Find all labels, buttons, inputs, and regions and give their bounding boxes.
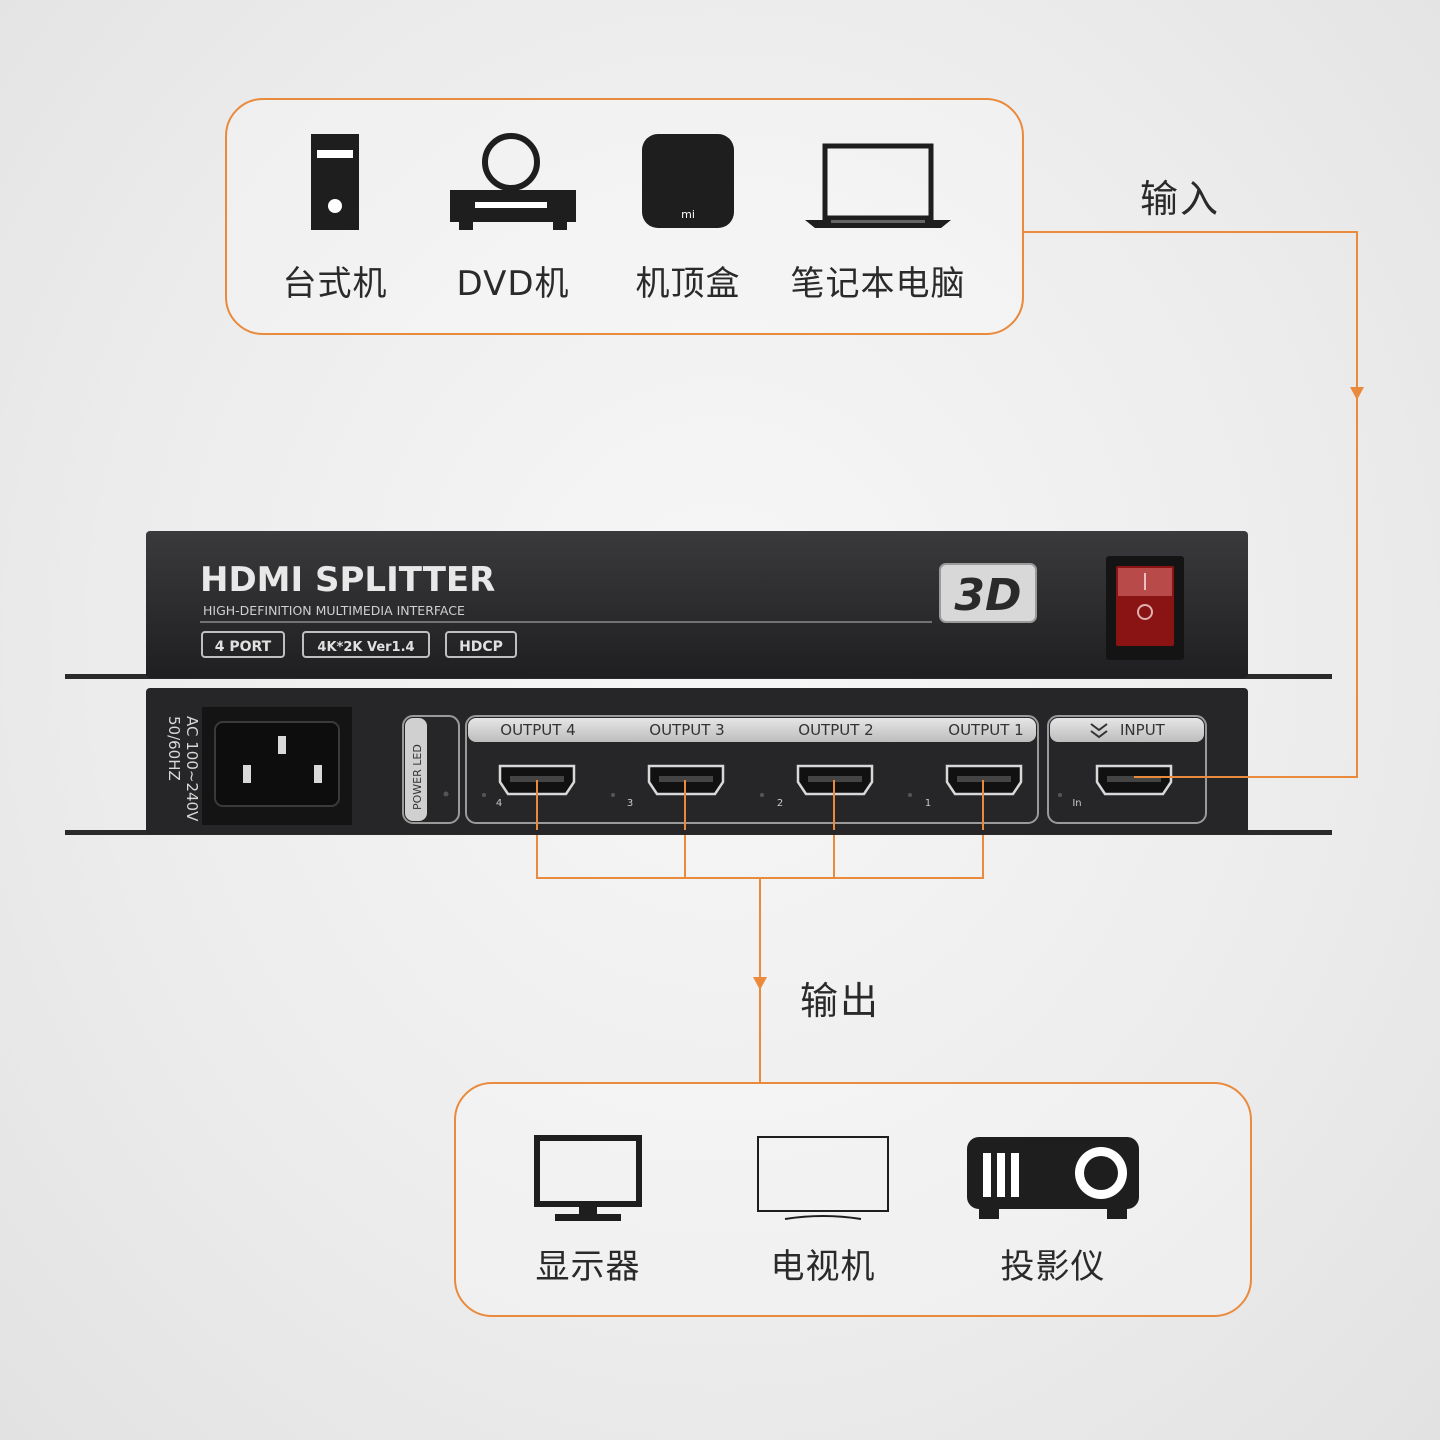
set-top-box-icon: mi: [642, 134, 734, 228]
badge-3d: [939, 563, 1037, 623]
port-number: In: [1072, 798, 1081, 809]
display-label: 投影仪: [1000, 1247, 1106, 1287]
source-set-top-box: mi 机顶盒: [628, 132, 748, 305]
power-led-box: [402, 715, 460, 824]
device-subtitle: HIGH-DEFINITION MULTIMEDIA INTERFACE: [203, 603, 465, 618]
source-label: 台式机: [282, 264, 388, 304]
input-arrow-icon: [1350, 387, 1364, 400]
output-3-label: OUTPUT 3: [649, 721, 724, 739]
display-monitor: 显示器: [518, 1135, 658, 1288]
source-label: 机顶盒: [635, 264, 741, 304]
display-tv: 电视机: [748, 1135, 898, 1288]
laptop-icon: [805, 143, 951, 228]
dvd-player-icon: [450, 133, 576, 230]
source-dvd: DVD机: [438, 132, 588, 305]
port-number: 1: [925, 798, 931, 809]
input-port-group: [1047, 715, 1207, 824]
badge-4-port: [201, 631, 285, 658]
badge-hdcp: [445, 631, 517, 658]
source-laptop: 笔记本电脑: [778, 132, 978, 305]
output-ports-group: [465, 715, 1039, 824]
output-1-label: OUTPUT 1: [948, 721, 1023, 739]
source-desktop: 台式机: [275, 132, 395, 305]
port-number: 4: [496, 798, 502, 809]
mi-logo-text: mi: [681, 208, 695, 221]
input-port-label: INPUT: [1120, 721, 1166, 739]
tv-icon: [757, 1136, 889, 1220]
display-label: 电视机: [770, 1247, 876, 1287]
display-label: 显示器: [535, 1247, 641, 1287]
badge-3d-text: 3D: [954, 570, 1021, 621]
source-label: 笔记本电脑: [790, 264, 966, 304]
hdmi-port-input[interactable]: [1095, 764, 1173, 796]
output-arrow-icon: [753, 977, 767, 990]
badge-text: 4 PORT: [215, 639, 272, 655]
badge-text: 4K*2K Ver1.4: [317, 640, 414, 655]
source-label: DVD机: [456, 264, 570, 304]
power-frequency-text: 50/60HZ: [165, 716, 183, 781]
power-rating-text: AC 100~240V: [183, 716, 201, 822]
display-projector: 投影仪: [960, 1135, 1146, 1288]
output-4-label: OUTPUT 4: [500, 721, 575, 739]
output-flow-label: 输出: [800, 979, 881, 1023]
badge-4k: [302, 631, 430, 658]
monitor-icon: [534, 1135, 642, 1221]
device-title: HDMI SPLITTER: [200, 560, 495, 600]
badge-text: HDCP: [459, 639, 503, 655]
desktop-pc-icon: [311, 134, 359, 230]
projector-icon: [967, 1137, 1139, 1219]
input-flow-label: 输入: [1140, 177, 1221, 221]
hdmi-splitter-device: HDMI SPLITTER HIGH-DEFINITION MULTIMEDIA…: [65, 531, 1332, 835]
power-led: [443, 791, 449, 797]
port-number: 3: [627, 798, 633, 809]
output-2-label: OUTPUT 2: [798, 721, 873, 739]
chevron-down-icon: [1090, 723, 1108, 739]
port-number: 2: [777, 798, 783, 809]
power-led-label: POWER LED: [411, 744, 424, 810]
